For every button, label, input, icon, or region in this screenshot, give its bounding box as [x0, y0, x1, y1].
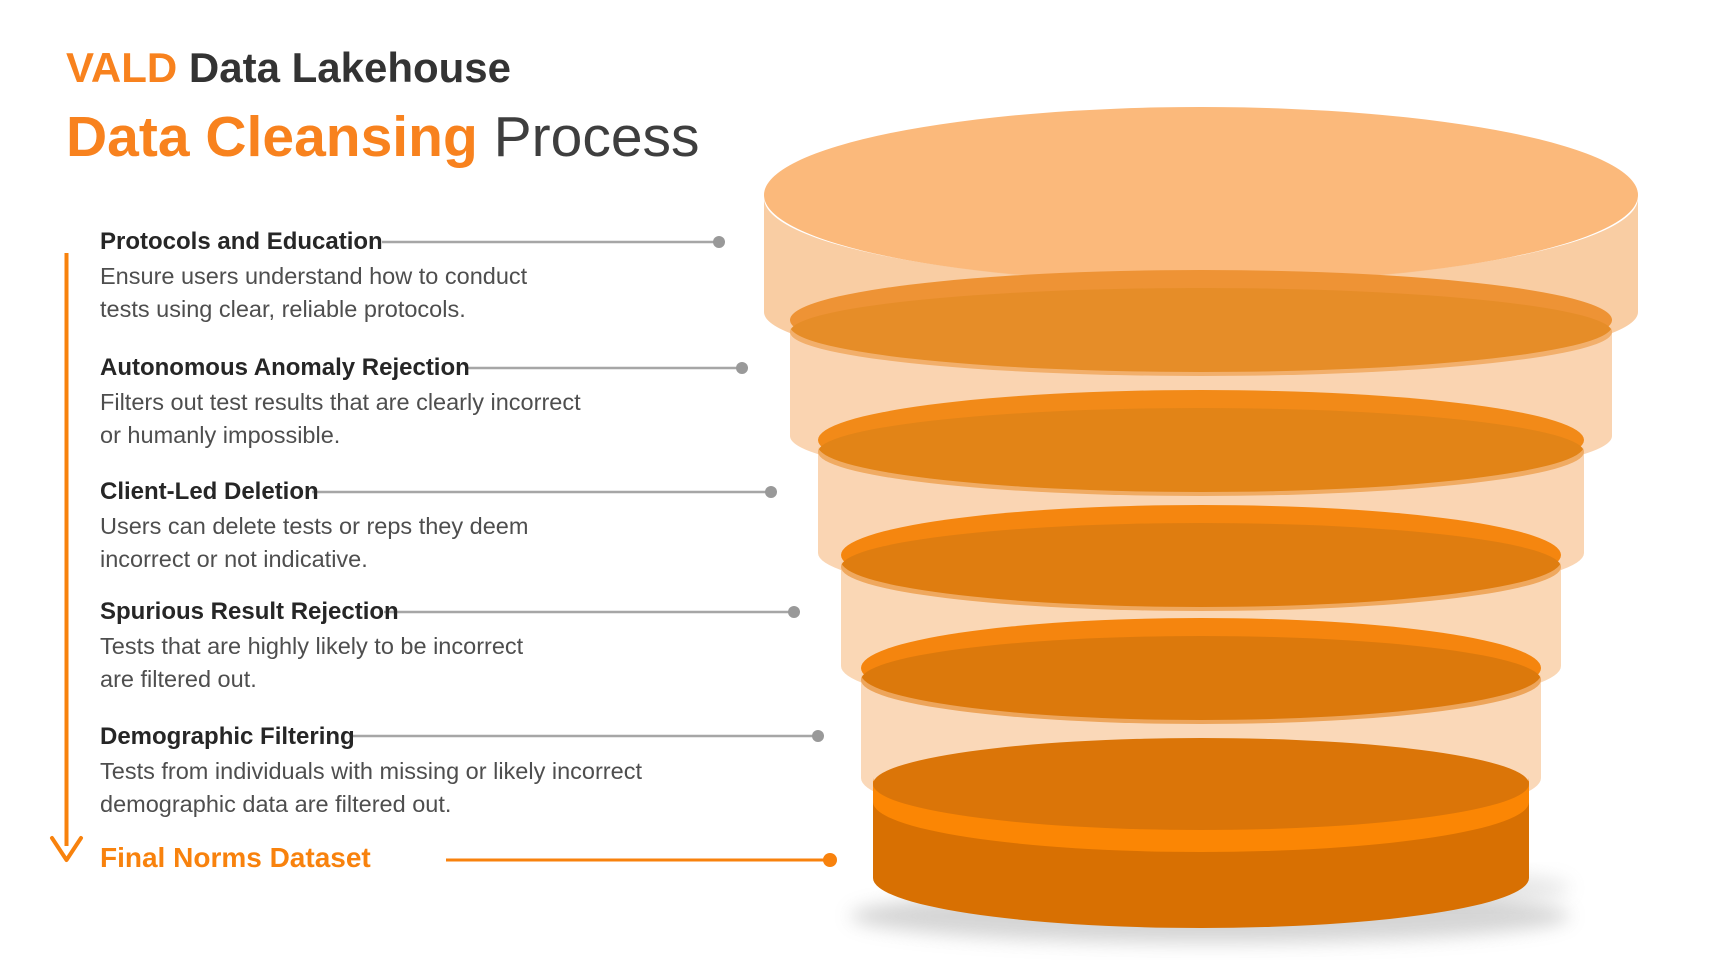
connector-lines [312, 240, 818, 738]
step-description: Ensure users understand how to conduct t… [100, 260, 740, 326]
step-desc-line1: Tests from individuals with missing or l… [100, 758, 642, 784]
connector-dot-3 [765, 486, 777, 498]
step-description: Tests that are highly likely to be incor… [100, 630, 740, 696]
funnel-layer-6-face [873, 738, 1529, 830]
subtitle-rest: Process [493, 105, 700, 170]
step-title: Autonomous Anomaly Rejection [100, 354, 470, 381]
step-desc-line1: Users can delete tests or reps they deem [100, 513, 529, 539]
page-title: VALD Data Lakehouse [66, 44, 700, 92]
step-title: Client-Led Deletion [100, 478, 319, 505]
connector-dot-1 [713, 236, 725, 248]
brand-name: VALD [66, 44, 178, 91]
arrow-down-icon [50, 836, 83, 862]
subtitle-accent: Data Cleansing [66, 105, 478, 170]
step-desc-line2: incorrect or not indicative. [100, 546, 368, 572]
connector-dots [713, 236, 824, 742]
final-norms-dataset-label: Final Norms Dataset [100, 842, 371, 873]
funnel-layer-6-body [873, 800, 1529, 928]
step-description: Filters out test results that are clearl… [100, 386, 740, 452]
connector-dot-final [823, 853, 837, 867]
step-title: Demographic Filtering [100, 723, 355, 750]
step-desc-line2: demographic data are filtered out. [100, 791, 452, 817]
step-protocols-and-education: Protocols and Education Ensure users und… [100, 227, 740, 326]
step-desc-line1: Ensure users understand how to conduct [100, 263, 528, 289]
step-autonomous-anomaly-rejection: Autonomous Anomaly Rejection Filters out… [100, 353, 740, 452]
step-desc-line1: Tests that are highly likely to be incor… [100, 633, 524, 659]
funnel-layer-4-face [841, 523, 1561, 611]
step-spurious-result-rejection: Spurious Result Rejection Tests that are… [100, 597, 740, 696]
step-description: Tests from individuals with missing or l… [100, 755, 740, 821]
page-subtitle: Data Cleansing Process [66, 106, 700, 169]
step-desc-line2: tests using clear, reliable protocols. [100, 296, 466, 322]
funnel-layer-3-face [818, 408, 1584, 496]
title-block: VALD Data Lakehouse Data Cleansing Proce… [66, 44, 700, 169]
step-desc-line2: are filtered out. [100, 666, 257, 692]
funnel-layer-1-face [764, 107, 1638, 283]
step-desc-line1: Filters out test results that are clearl… [100, 389, 581, 415]
funnel-layer-6-bright-band [873, 778, 1529, 852]
step-client-led-deletion: Client-Led Deletion Users can delete tes… [100, 477, 740, 576]
title-rest: Data Lakehouse [188, 44, 512, 91]
step-desc-line2: or humanly impossible. [100, 422, 341, 448]
step-title: Spurious Result Rejection [100, 598, 399, 625]
connector-dot-5 [812, 730, 824, 742]
connector-dot-4 [788, 606, 800, 618]
step-description: Users can delete tests or reps they deem… [100, 510, 740, 576]
step-title: Protocols and Education [100, 228, 383, 255]
connector-dot-2 [736, 362, 748, 374]
funnel-layer-2-face [790, 288, 1612, 376]
funnel-layer-5-face [861, 636, 1541, 724]
step-demographic-filtering: Demographic Filtering Tests from individ… [100, 722, 740, 821]
